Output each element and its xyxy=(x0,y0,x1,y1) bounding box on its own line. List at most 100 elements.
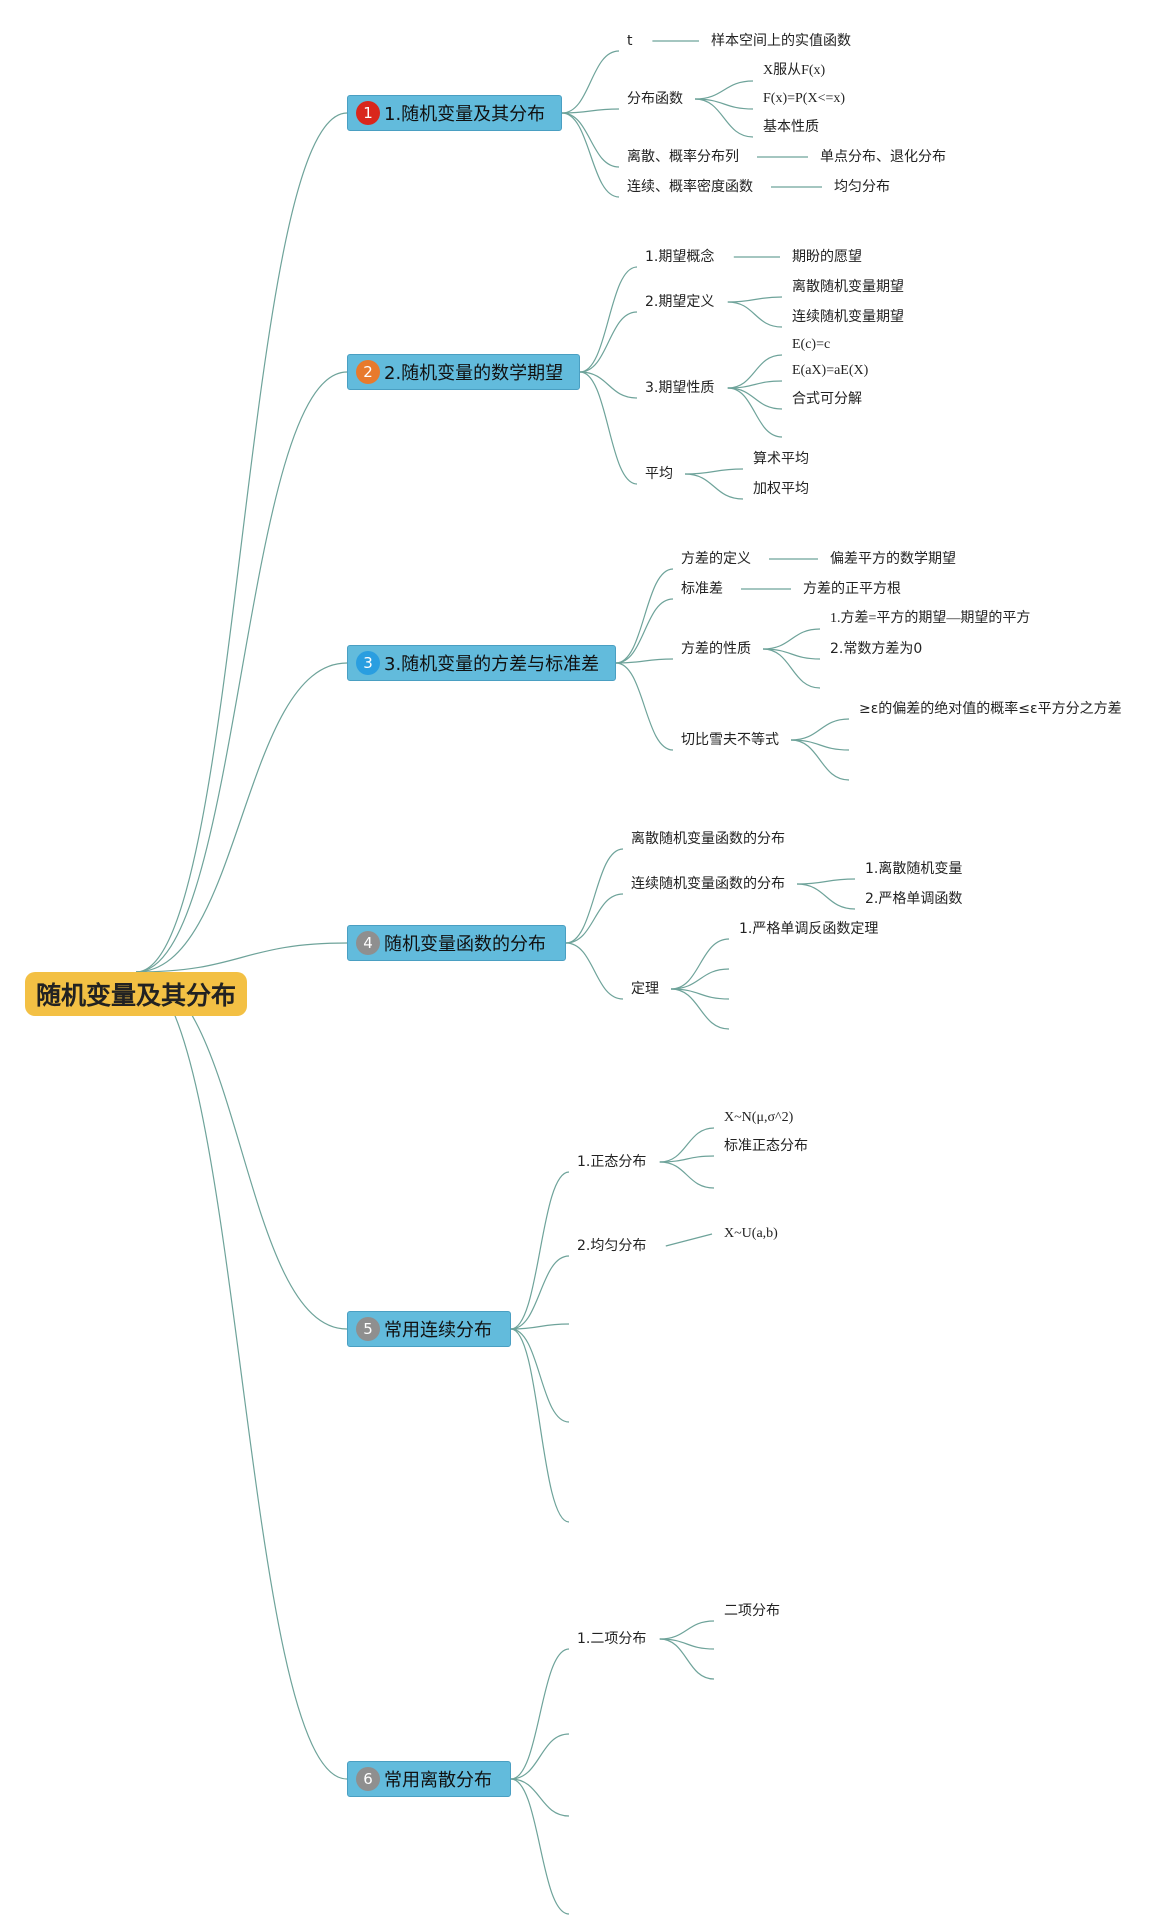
subtopic[interactable]: 2.均匀分布 xyxy=(577,1238,647,1254)
detail-topic[interactable]: 1.方差=平方的期望—期望的平方 xyxy=(830,611,1031,626)
connector-subtopic-detail xyxy=(670,988,730,1030)
subtopic[interactable]: 分布函数 xyxy=(627,91,683,107)
connector-subtopic-detail xyxy=(659,1620,715,1640)
connector-branch-subtopic xyxy=(561,108,620,114)
priority-badge-icon: 3 xyxy=(356,651,380,675)
connector-root-branch xyxy=(135,371,348,973)
detail-topic[interactable]: 方差的正平方根 xyxy=(803,581,901,597)
subtopic[interactable]: 离散随机变量函数的分布 xyxy=(631,831,785,847)
detail-topic[interactable]: 期盼的愿望 xyxy=(792,249,862,265)
connector-root-branch xyxy=(135,942,348,973)
connector-branch-subtopic xyxy=(561,112,620,168)
connector-branch-subtopic xyxy=(510,1733,570,1780)
connector-subtopic-detail xyxy=(670,988,730,1000)
connector-subtopic-detail xyxy=(659,1155,715,1163)
detail-topic[interactable]: 二项分布 xyxy=(724,1603,780,1619)
root-topic[interactable]: 随机变量及其分布 xyxy=(25,972,247,1016)
connector-branch-subtopic xyxy=(561,112,620,198)
detail-topic[interactable]: X~U(a,b) xyxy=(724,1226,778,1241)
connector-branch-subtopic xyxy=(579,266,638,373)
connector-branch-subtopic xyxy=(615,658,674,664)
detail-topic[interactable]: 标准正态分布 xyxy=(724,1138,808,1154)
subtopic[interactable]: 标准差 xyxy=(681,581,723,597)
subtopic[interactable]: 定理 xyxy=(631,981,659,997)
connector-subtopic-detail xyxy=(796,878,856,885)
subtopic[interactable]: 2.期望定义 xyxy=(645,294,715,310)
branch-topic-label: 常用离散分布 xyxy=(384,1770,492,1791)
detail-topic[interactable]: 2.常数方差为0 xyxy=(830,641,923,657)
detail-topic[interactable]: E(aX)=aE(X) xyxy=(792,363,869,378)
priority-badge-icon: 4 xyxy=(356,931,380,955)
connector-subtopic-detail xyxy=(694,80,754,100)
detail-topic[interactable]: ≥ε的偏差的绝对值的概率≤ε平方分之方差 xyxy=(859,701,1122,717)
detail-topic[interactable]: 算术平均 xyxy=(753,451,809,467)
subtopic[interactable]: 1.二项分布 xyxy=(577,1631,647,1647)
connector-root-branch xyxy=(135,662,348,973)
connector-subtopic-detail xyxy=(727,387,783,438)
connector-subtopic-detail xyxy=(665,1233,713,1247)
connector-branch-subtopic xyxy=(565,942,624,1000)
detail-topic[interactable]: 均匀分布 xyxy=(834,179,890,195)
connector-subtopic-detail xyxy=(659,1638,715,1680)
detail-topic[interactable]: 样本空间上的实值函数 xyxy=(711,33,851,49)
detail-topic[interactable]: 连续随机变量期望 xyxy=(792,309,904,325)
detail-topic[interactable]: 单点分布、退化分布 xyxy=(820,149,946,165)
connector-subtopic-detail xyxy=(694,98,754,110)
subtopic[interactable]: 连续、概率密度函数 xyxy=(627,179,753,195)
connector-subtopic-detail xyxy=(694,98,754,138)
connector-branch-subtopic xyxy=(510,1648,570,1780)
connector-subtopic-detail xyxy=(684,468,744,475)
subtopic[interactable]: 方差的性质 xyxy=(681,641,751,657)
connector-branch-subtopic xyxy=(565,893,624,944)
branch-topic-label: 随机变量函数的分布 xyxy=(384,934,546,955)
detail-topic[interactable]: E(c)=c xyxy=(792,337,831,352)
connector-subtopic-detail xyxy=(762,628,821,650)
subtopic[interactable]: t xyxy=(627,33,633,49)
detail-topic[interactable]: X~N(μ,σ^2) xyxy=(724,1110,794,1125)
detail-topic[interactable]: 2.严格单调函数 xyxy=(865,891,963,907)
detail-topic[interactable]: 1.严格单调反函数定理 xyxy=(739,921,879,937)
subtopic[interactable]: 方差的定义 xyxy=(681,551,751,567)
branch-topic-label: 常用连续分布 xyxy=(384,1320,492,1341)
priority-badge-icon: 2 xyxy=(356,360,380,384)
connector-subtopic-detail xyxy=(670,968,730,990)
connector-subtopic-detail xyxy=(670,938,730,990)
detail-topic[interactable]: 加权平均 xyxy=(753,481,809,497)
connector-subtopic-detail xyxy=(727,354,783,389)
subtopic[interactable]: 离散、概率分布列 xyxy=(627,149,739,165)
detail-topic[interactable]: 1.离散随机变量 xyxy=(865,861,963,877)
connector-branch-subtopic xyxy=(510,1323,570,1330)
connector-subtopic-detail xyxy=(727,387,783,410)
connector-subtopic-detail xyxy=(796,883,856,910)
connector-subtopic-detail xyxy=(659,1161,715,1189)
branch-topic-label: 1.随机变量及其分布 xyxy=(384,104,546,125)
connector-branch-subtopic xyxy=(579,311,638,373)
branch-topic-label: 3.随机变量的方差与标准差 xyxy=(384,654,600,675)
subtopic[interactable]: 连续随机变量函数的分布 xyxy=(631,876,785,892)
subtopic[interactable]: 切比雪夫不等式 xyxy=(681,732,779,748)
subtopic[interactable]: 3.期望性质 xyxy=(645,380,715,396)
detail-topic[interactable]: 基本性质 xyxy=(763,119,819,135)
connector-branch-subtopic xyxy=(510,1328,570,1423)
connector-subtopic-detail xyxy=(790,718,850,741)
detail-topic[interactable]: F(x)=P(X<=x) xyxy=(763,91,846,106)
connector-branch-subtopic xyxy=(579,371,638,485)
connector-branch-subtopic xyxy=(579,371,638,399)
subtopic[interactable]: 1.正态分布 xyxy=(577,1154,647,1170)
detail-topic[interactable]: X服从F(x) xyxy=(763,63,826,78)
subtopic[interactable]: 1.期望概念 xyxy=(645,249,715,265)
connector-branch-subtopic xyxy=(615,598,674,664)
connector-branch-subtopic xyxy=(510,1171,570,1330)
detail-topic[interactable]: 合式可分解 xyxy=(792,391,862,407)
detail-topic[interactable]: 离散随机变量期望 xyxy=(792,279,904,295)
subtopic[interactable]: 平均 xyxy=(645,466,673,482)
connector-branch-subtopic xyxy=(561,50,620,114)
detail-topic[interactable]: 偏差平方的数学期望 xyxy=(830,551,956,567)
